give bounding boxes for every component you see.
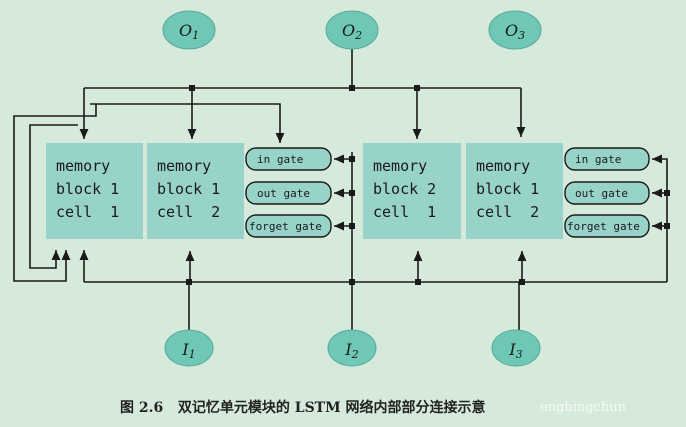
in-gate-box — [564, 147, 650, 171]
output-nodes: O1 O2 O3 — [162, 10, 542, 50]
memory-cell-line2: block 1 — [157, 180, 220, 198]
junction-dot — [519, 279, 525, 285]
gates-right: in gate out gate forget gate — [564, 147, 650, 238]
memory-cell-1: memory block 1 cell 1 — [46, 143, 143, 239]
memory-cell-line1: memory — [476, 157, 530, 175]
input-label: I3 — [508, 340, 522, 361]
gates-left: in gate out gate forget gate — [245, 147, 332, 238]
forget-gate-box — [564, 214, 650, 238]
memory-cells: memory block 1 cell 1 memory block 1 cel… — [46, 143, 563, 239]
out-gate-label: out gate — [575, 187, 628, 200]
memory-cell-line1: memory — [56, 157, 110, 175]
junction-dot — [349, 223, 355, 229]
output-node-o3: O3 — [488, 10, 542, 50]
memory-cell-line2: block 1 — [56, 180, 119, 198]
junction-dot — [664, 223, 670, 229]
memory-cell-box — [46, 143, 143, 239]
output-label: O1 — [179, 21, 199, 42]
junction-dot — [349, 279, 355, 285]
forget-gate-box — [245, 214, 332, 238]
memory-cell-box — [466, 143, 563, 239]
watermark: engbingchun — [540, 400, 627, 415]
memory-cell-box — [147, 143, 244, 239]
junction-dot — [664, 190, 670, 196]
memory-cell-line3: cell 1 — [56, 203, 119, 221]
memory-cell-4: memory block 1 cell 2 — [466, 143, 563, 239]
junction-dot — [349, 190, 355, 196]
junction-dots — [186, 85, 670, 285]
memory-cell-line3: cell 1 — [373, 203, 436, 221]
forget-gate-label: forget gate — [567, 220, 640, 233]
input-label: I2 — [344, 340, 358, 361]
figure-caption: 图 2.6 双记忆单元模块的 LSTM 网络内部部分连接示意 — [120, 399, 485, 416]
output-label: O3 — [505, 21, 525, 42]
in-gate-box — [245, 147, 332, 171]
junction-dot — [349, 156, 355, 162]
output-node-o2: O2 — [325, 10, 379, 50]
forget-gate-label: forget gate — [249, 220, 322, 233]
memory-cell-line1: memory — [157, 157, 211, 175]
input-node-i2: I2 — [327, 329, 377, 367]
memory-cell-line1: memory — [373, 157, 427, 175]
junction-dot — [414, 85, 420, 91]
memory-cell-line2: block 2 — [373, 180, 436, 198]
junction-dot — [415, 279, 421, 285]
out-gate-box — [564, 181, 650, 205]
input-node-i3: I3 — [491, 329, 541, 367]
input-nodes: I1 I2 I3 — [164, 329, 541, 367]
junction-dot — [186, 279, 192, 285]
in-gate-label: in gate — [575, 153, 621, 166]
memory-cell-3: memory block 2 cell 1 — [363, 143, 461, 239]
in-gate-label: in gate — [257, 153, 303, 166]
input-label: I1 — [181, 340, 195, 361]
junction-dot — [189, 85, 195, 91]
memory-cell-line3: cell 2 — [157, 203, 220, 221]
out-gate-label: out gate — [257, 187, 310, 200]
junction-dot — [349, 85, 355, 91]
input-node-i1: I1 — [164, 329, 214, 367]
memory-cell-line2: block 1 — [476, 180, 539, 198]
memory-cell-line3: cell 2 — [476, 203, 539, 221]
memory-cell-box — [363, 143, 461, 239]
out-gate-box — [245, 181, 332, 205]
output-label: O2 — [342, 21, 362, 42]
output-node-o1: O1 — [162, 10, 216, 50]
memory-cell-2: memory block 1 cell 2 — [147, 143, 244, 239]
